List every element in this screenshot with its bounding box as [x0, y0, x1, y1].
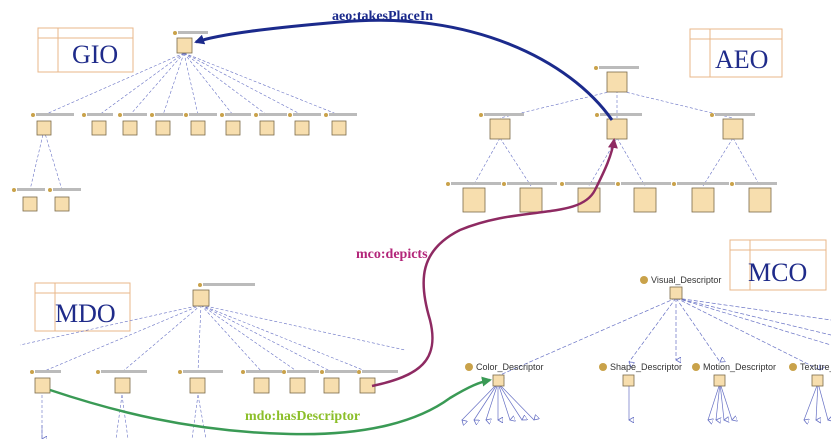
mdo-frame: MDO [34, 282, 131, 332]
mco-title: MCO [748, 258, 807, 287]
depicts-label: mco:depicts [356, 247, 428, 262]
mco-tree: Visual_Descriptor Color_Descriptor Shape… [462, 275, 831, 420]
texture-descriptor-label: Texture_D [800, 362, 831, 372]
relation-takes-place-in: aeo:takesPlaceIn [194, 9, 614, 121]
gio-frame: GIO [37, 27, 134, 73]
aeo-tree [446, 66, 777, 213]
gio-tree [12, 31, 357, 212]
relation-has-descriptor: mdo:hasDescriptor [49, 376, 492, 436]
mco-root-label: Visual_Descriptor [651, 275, 721, 285]
has-descriptor-label: mdo:hasDescriptor [245, 409, 360, 424]
takes-place-in-label: aeo:takesPlaceIn [332, 9, 433, 24]
mco-frame: MCO [729, 239, 827, 291]
aeo-title: AEO [715, 45, 768, 74]
shape-descriptor-label: Shape_Descriptor [610, 362, 682, 372]
color-descriptor-label: Color_Descriptor [476, 362, 544, 372]
mdo-tree [19, 283, 406, 439]
relation-depicts: mco:depicts [356, 138, 618, 388]
aeo-frame: AEO [689, 28, 783, 78]
mdo-title: MDO [55, 299, 116, 328]
motion-descriptor-label: Motion_Descriptor [703, 362, 776, 372]
gio-title: GIO [72, 40, 118, 69]
